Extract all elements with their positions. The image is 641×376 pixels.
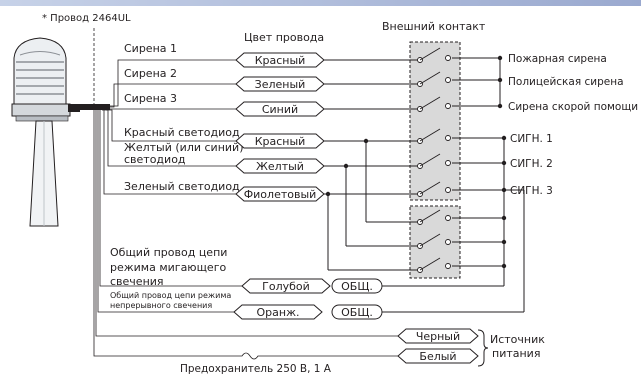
- header-bar: [0, 0, 641, 6]
- common-tag-2-label: ОБЩ.: [341, 306, 373, 319]
- blink-common-label-line2: режима мигающего: [110, 261, 226, 274]
- common-tag-1-label: ОБЩ.: [341, 280, 373, 293]
- power-label-line1: Источник: [490, 333, 545, 346]
- tag-orange: Оранж.: [257, 306, 300, 319]
- wire-color-title: Цвет провода: [244, 31, 324, 44]
- cable-bundle: [80, 104, 110, 110]
- switch-contacts: [417, 47, 451, 273]
- tag-black: Черный: [416, 330, 460, 343]
- siren2-label: Сирена 2: [124, 67, 177, 80]
- blink-common-label-line1: Общий провод цепи: [110, 246, 227, 259]
- red-led-label: Красный светодиод: [124, 126, 240, 139]
- output-fire: Пожарная сирена: [508, 53, 607, 65]
- siren1-label: Сирена 1: [124, 42, 177, 55]
- contact-box-lower: [409, 205, 461, 279]
- tag-yellow: Желтый: [256, 160, 304, 173]
- tag-green: Зеленый: [255, 78, 306, 91]
- steady-common-label-line2: непрерывного свечения: [110, 301, 212, 310]
- output-ambulance: Сирена скорой помощи: [508, 101, 638, 113]
- yellow-led-label-line2: светодиод: [124, 153, 186, 166]
- blink-common-label-line3: свечения: [110, 275, 164, 288]
- contact-title: Внешний контакт: [382, 20, 486, 33]
- steady-common-label-line1: Общий провод цепи режима: [110, 291, 231, 300]
- power-brace: [477, 329, 489, 367]
- output-police: Полицейская сирена: [508, 76, 624, 88]
- output-sig1: СИГН. 1: [510, 133, 553, 145]
- wire-fanout: [93, 59, 398, 360]
- tag-white: Белый: [419, 350, 456, 363]
- tag-lightblue: Голубой: [262, 280, 310, 293]
- output-sig3: СИГН. 3: [510, 185, 553, 197]
- siren3-label: Сирена 3: [124, 92, 177, 105]
- power-label-line2: питания: [492, 347, 540, 360]
- junction-dots: [325, 55, 507, 269]
- tag-violet: Фиолетовый: [244, 188, 317, 201]
- tag-blue: Синий: [262, 103, 298, 116]
- output-sig2: СИГН. 2: [510, 158, 553, 170]
- green-led-label: Зеленый светодиод: [124, 180, 240, 193]
- yellow-led-label-line1: Желтый (или синий): [124, 141, 243, 154]
- tag-red-2: Красный: [255, 135, 306, 148]
- contact-box-upper: [409, 41, 461, 201]
- siren-device-icon: [11, 37, 80, 227]
- cable-note: * Провод 2464UL: [42, 13, 131, 24]
- tag-red-1: Красный: [255, 54, 306, 67]
- fuse-label: Предохранитель 250 В, 1 А: [180, 363, 332, 375]
